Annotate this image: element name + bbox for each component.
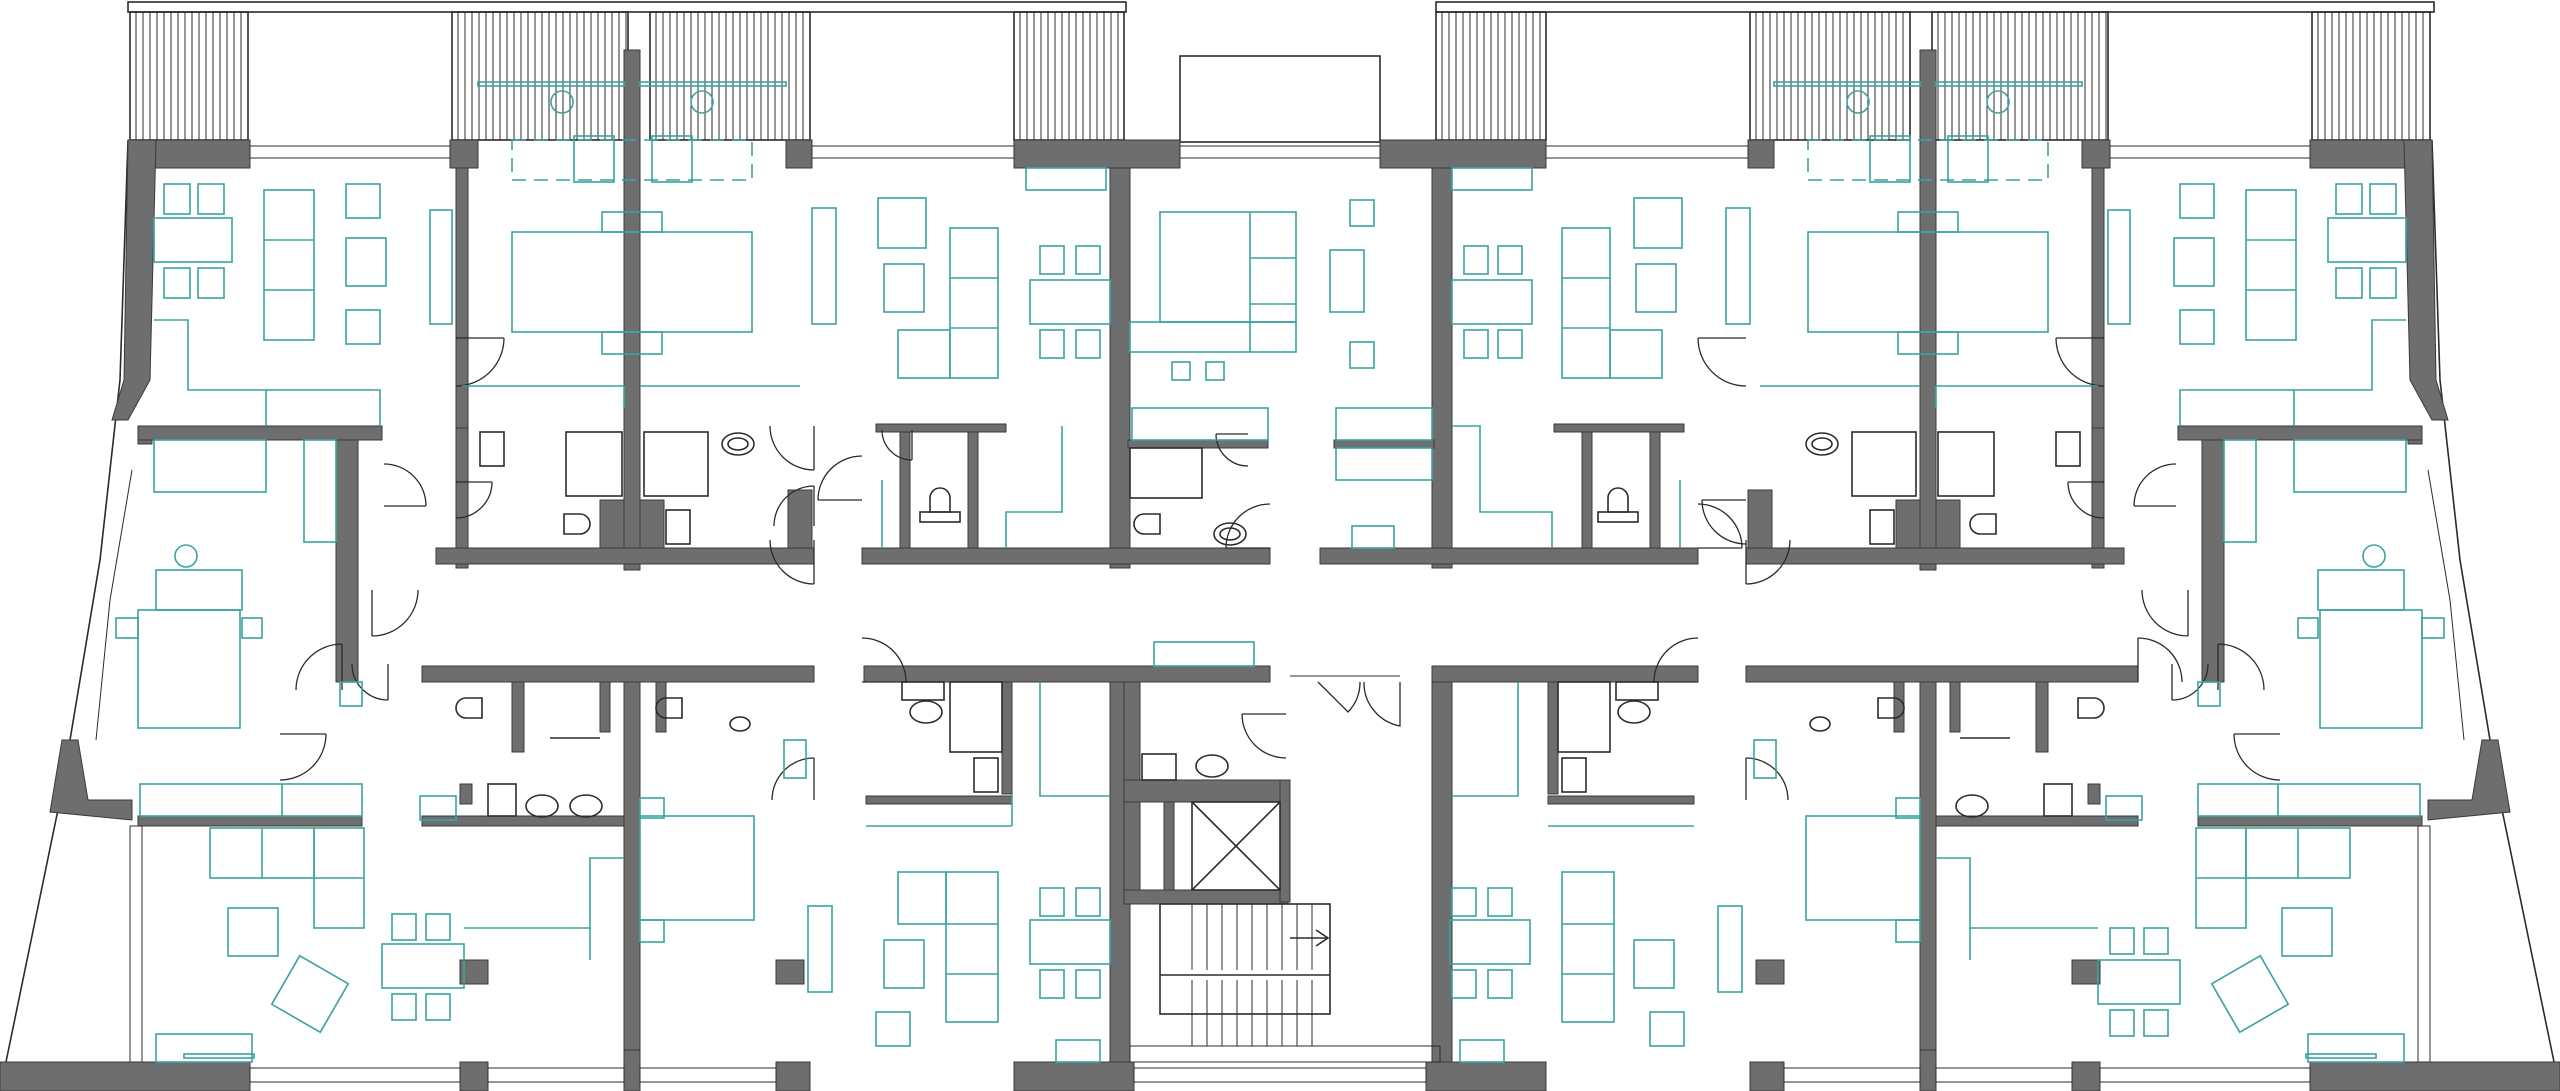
balcony-hatch [1435, 11, 1547, 141]
door-swing [455, 337, 505, 387]
door-swing [371, 589, 419, 637]
balcony-hatch [2311, 11, 2431, 141]
stair-core [1129, 801, 1441, 1063]
balconies [129, 11, 2431, 141]
doors [279, 337, 2281, 801]
door-swing [817, 455, 863, 501]
balcony-hatch [129, 11, 249, 141]
door-swing [2137, 637, 2183, 683]
door-swing [771, 757, 815, 801]
balcony-hatch [1749, 11, 1911, 141]
door-swing [1225, 503, 1271, 549]
furniture [115, 81, 2445, 1063]
door-swing [1215, 433, 1249, 467]
door-swing [295, 643, 343, 691]
door-swing [773, 485, 815, 527]
door-swing [2055, 337, 2105, 387]
door-swing [769, 539, 815, 585]
door-swing [1241, 713, 1287, 759]
corridor-double-door [1290, 675, 1401, 727]
door-swing [279, 733, 327, 781]
door-swing [455, 481, 493, 519]
sanitary-fixtures [455, 431, 2105, 818]
door-swing [383, 463, 427, 507]
door-swing [881, 429, 913, 461]
door-swing [1697, 503, 1743, 549]
door-swing [1745, 539, 1791, 585]
door-swing [2133, 463, 2177, 507]
balcony-hatch [649, 11, 811, 141]
door-swing [2233, 733, 2281, 781]
door-swing [861, 637, 907, 683]
door-swing [1701, 499, 1747, 545]
door-swing [1745, 757, 1789, 801]
door-swing [2217, 643, 2265, 691]
balcony-hatch [1013, 11, 1125, 141]
walls [0, 49, 2560, 1091]
door-swing [2067, 481, 2105, 519]
door-swing [769, 425, 815, 471]
balcony-hatch [451, 11, 629, 141]
balcony-hatch [1931, 11, 2109, 141]
windows [95, 145, 2465, 1083]
door-swing [1653, 637, 1699, 683]
door-swing [1697, 337, 1747, 387]
door-swing [2141, 589, 2189, 637]
